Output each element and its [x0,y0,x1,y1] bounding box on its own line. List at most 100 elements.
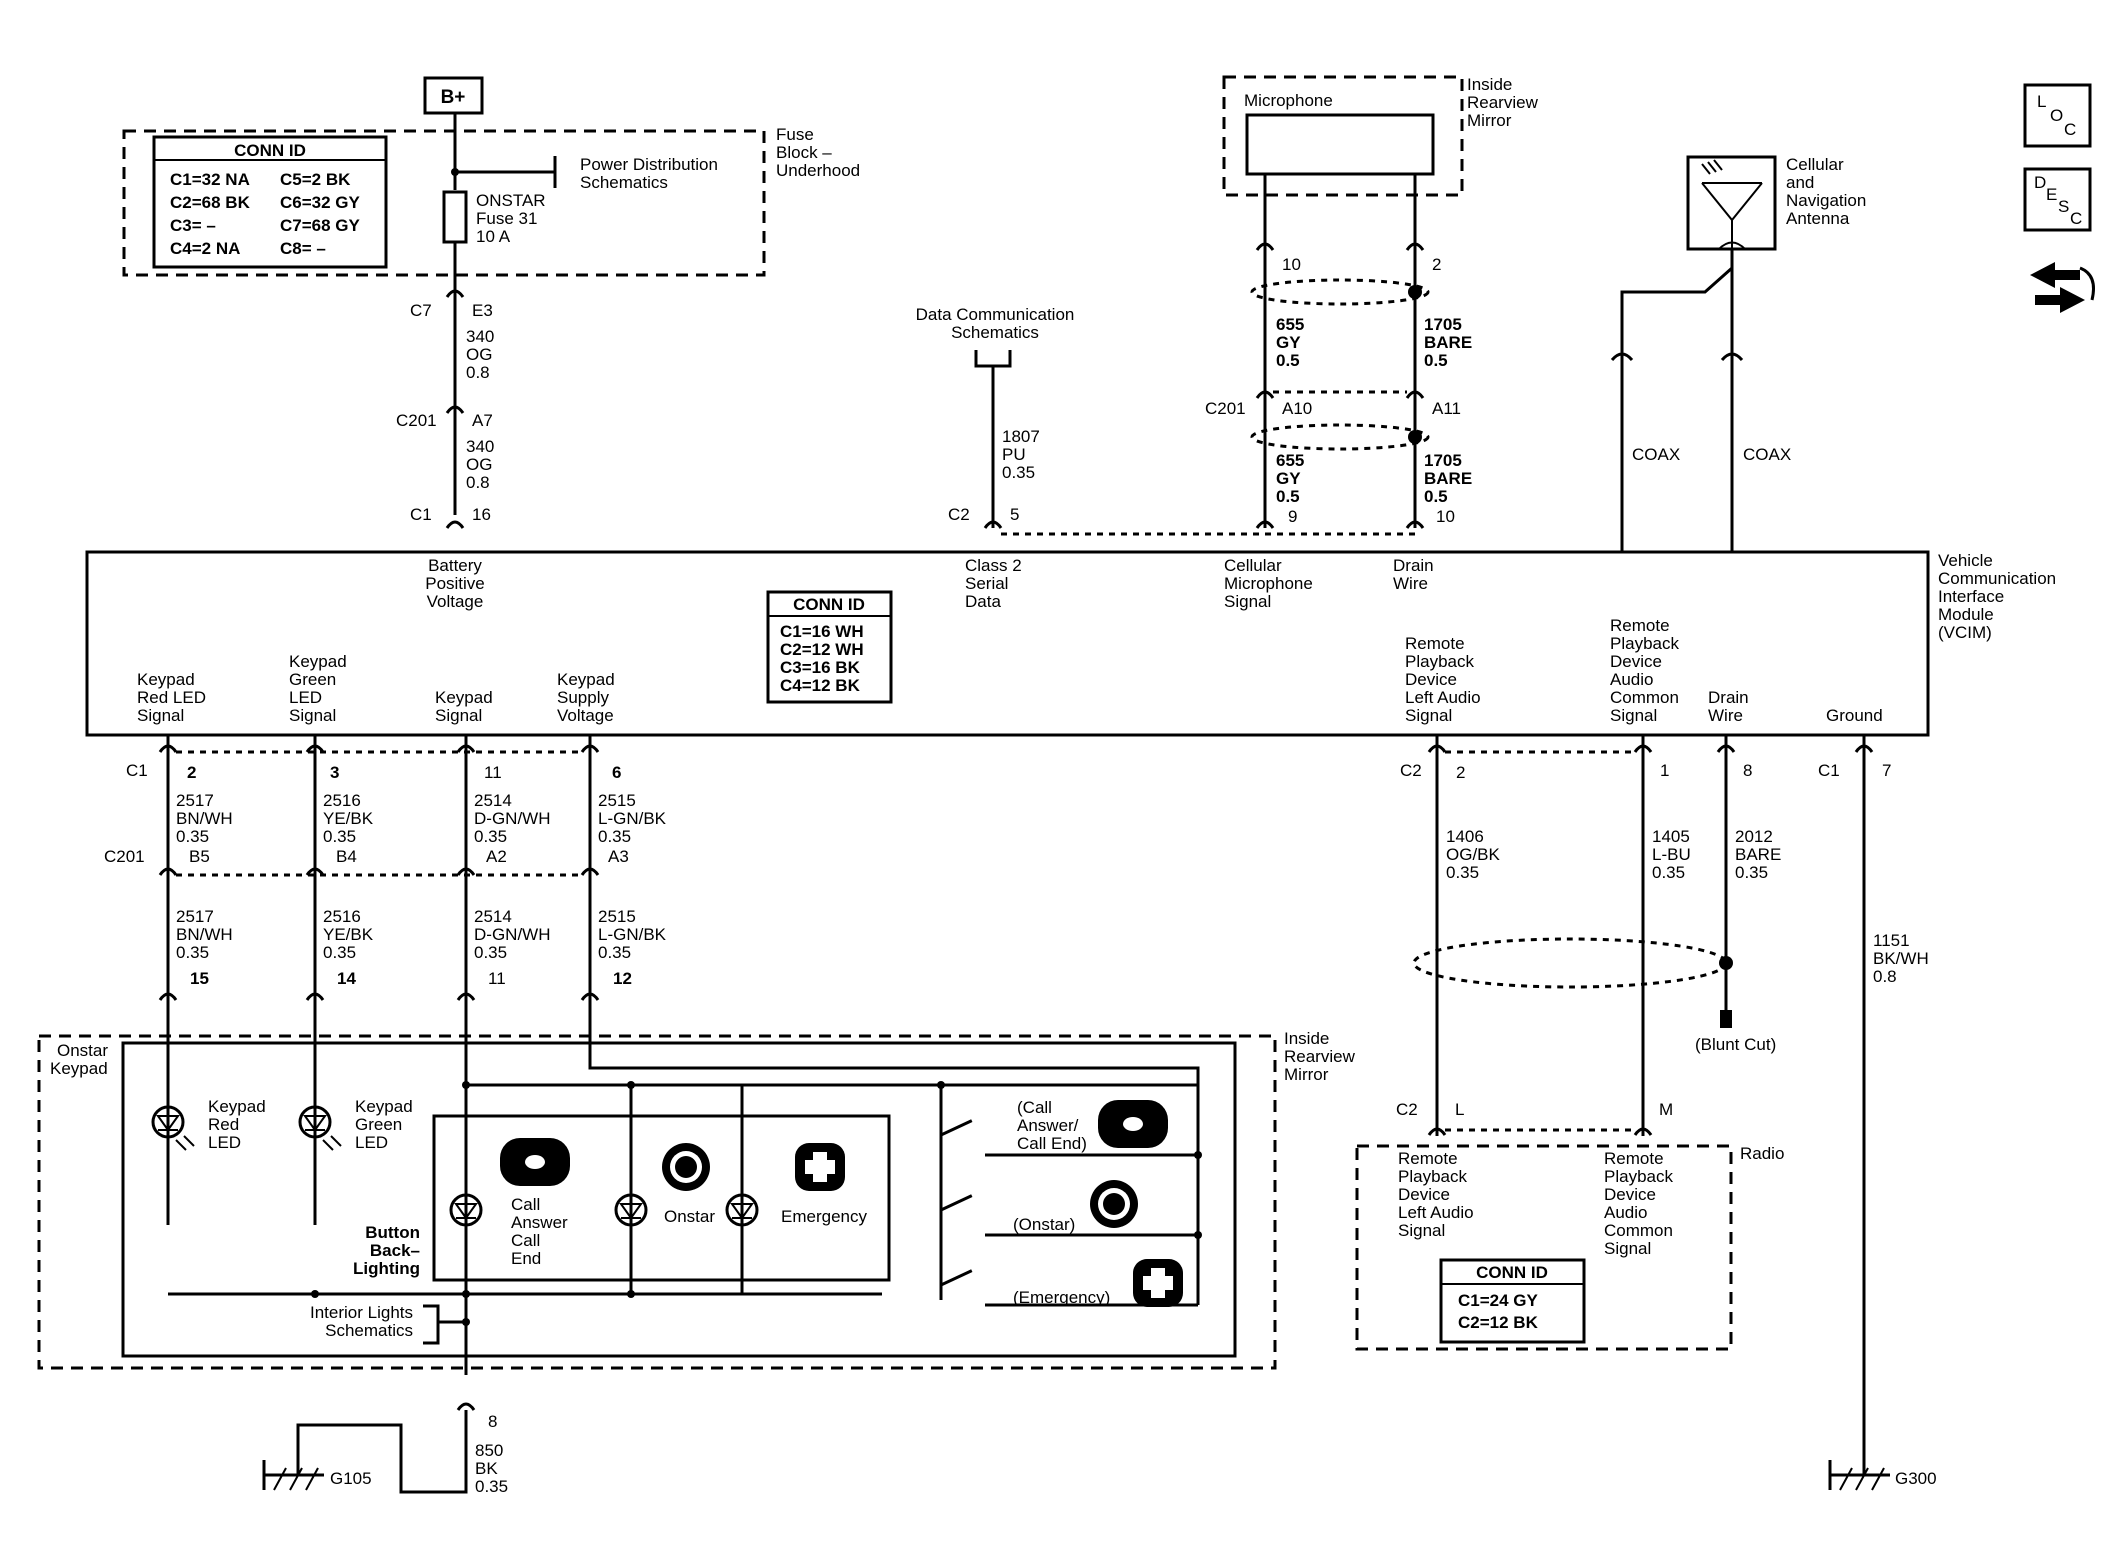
pin-label: A10 [1282,399,1312,418]
conn-row: C2=68 BK [170,193,251,212]
terminal-label: Wire [1393,574,1428,593]
terminal-label: Device [1398,1185,1450,1204]
wire-label: PU [1002,445,1026,464]
terminal-label: Left Audio [1405,688,1481,707]
pin-label: 6 [612,763,621,782]
pin-label: L [1455,1100,1464,1119]
pin-label: M [1659,1100,1673,1119]
terminal-label: Keypad [137,670,195,689]
wire-label: 2516 [323,791,361,810]
antenna-label: and [1786,173,1814,192]
terminal-label: Signal [137,706,184,725]
terminal-label: Playback [1604,1167,1673,1186]
connector-label: C1 [1818,761,1840,780]
terminal-label: Audio [1604,1203,1647,1222]
wire-label: 340 [466,327,494,346]
pin-label: 1 [1660,761,1669,780]
wire-label: 2514 [474,791,512,810]
fuse-block-label: Underhood [776,161,860,180]
wire-label: 0.8 [466,363,490,382]
connector-icon [445,405,465,414]
keypad-label: Onstar [57,1041,108,1060]
onstar-keypad [121,1041,1237,1358]
led-label: LED [355,1133,388,1152]
wire-label: 0.35 [474,943,507,962]
fuse-block-label: Block – [776,143,832,162]
button-backlighting-box [432,1114,891,1282]
button-label: Call [511,1231,540,1250]
pin-label: 15 [190,969,209,988]
mirror-label: Inside [1467,75,1512,94]
conn-row: C4=12 BK [780,676,861,695]
pin-label: E3 [472,301,493,320]
wire-label: BARE [1424,469,1472,488]
mirror-label: Rearview [1467,93,1539,112]
wire-label: 0.35 [474,827,507,846]
conn-row: C3= – [170,216,216,235]
green-led-icon [298,1105,342,1151]
mirror-label: Inside [1284,1029,1329,1048]
pin-label: A3 [608,847,629,866]
terminal-label: Device [1604,1185,1656,1204]
blunt-cut-icon [1720,1010,1732,1028]
battery-positive-label: B+ [441,87,466,108]
wire-label: YE/BK [323,925,374,944]
terminal-label: Wire [1708,706,1743,725]
terminal-label: Signal [289,706,336,725]
coax-label: COAX [1743,445,1791,464]
wire-label: 2515 [598,907,636,926]
fuse-block-conn-id-table [152,135,388,269]
terminal-label: Signal [1610,706,1657,725]
loc-button[interactable] [2023,83,2092,148]
interior-lights-ref: Schematics [325,1321,413,1340]
connector-label: C2 [1396,1100,1418,1119]
data-comm-ref: Data Communication [916,305,1075,324]
audio-circuits: C2 2 1 8 C1 7 1406 OG/BK 0.35 1405 L-BU … [1396,735,1937,1491]
pds-ref: Schematics [580,173,668,192]
conn-id-title: CONN ID [1476,1263,1548,1282]
pin-label: 2 [187,763,196,782]
pin-label: 2 [1432,255,1441,274]
connector-label: C7 [410,301,432,320]
desc-button[interactable] [2023,167,2092,232]
call-button-icon [500,1138,570,1186]
wire-label: 1151 [1873,931,1910,950]
terminal-label: Remote [1398,1149,1458,1168]
terminal-label: Left Audio [1398,1203,1474,1222]
wire-label: 0.35 [1652,863,1685,882]
terminal-label: Green [289,670,336,689]
shield-twist [1250,278,1430,306]
wire-label: YE/BK [323,809,374,828]
pin-label: 7 [1882,761,1891,780]
pin-label: 3 [330,763,339,782]
button-label: Onstar [664,1207,715,1226]
ground-icon [262,1460,324,1491]
terminal-label: Keypad [557,670,615,689]
wire-label: D-GN/WH [474,925,550,944]
microphone-icon [1245,113,1435,176]
wire-label: 0.35 [323,827,356,846]
wire-label: 1705 [1424,451,1462,470]
wire-label: 0.5 [1276,351,1300,370]
pin-label: A2 [486,847,507,866]
ground-label: G300 [1895,1469,1937,1488]
wire-label: BN/WH [176,925,233,944]
fuse-label: 10 A [476,227,511,246]
connector-icon [1720,352,1744,362]
pin-label: 14 [337,969,356,988]
button-label: Emergency [781,1207,867,1226]
pin-label: A7 [472,411,493,430]
loc-letter: O [2050,106,2063,125]
terminal-label: Common [1610,688,1679,707]
navigation-arrows-icon[interactable] [2030,262,2095,313]
connector-icon [1405,242,1425,251]
vcim-label: (VCIM) [1938,623,1992,642]
terminal-label: Drain [1393,556,1434,575]
pin-label: 10 [1436,507,1455,526]
fuse-label: ONSTAR [476,191,546,210]
keypad-label: Keypad [50,1059,108,1078]
wire-label: 850 [475,1441,503,1460]
wire-label: 2517 [176,791,214,810]
conn-id-title: CONN ID [234,141,306,160]
backlighting-label: Button [365,1223,420,1242]
